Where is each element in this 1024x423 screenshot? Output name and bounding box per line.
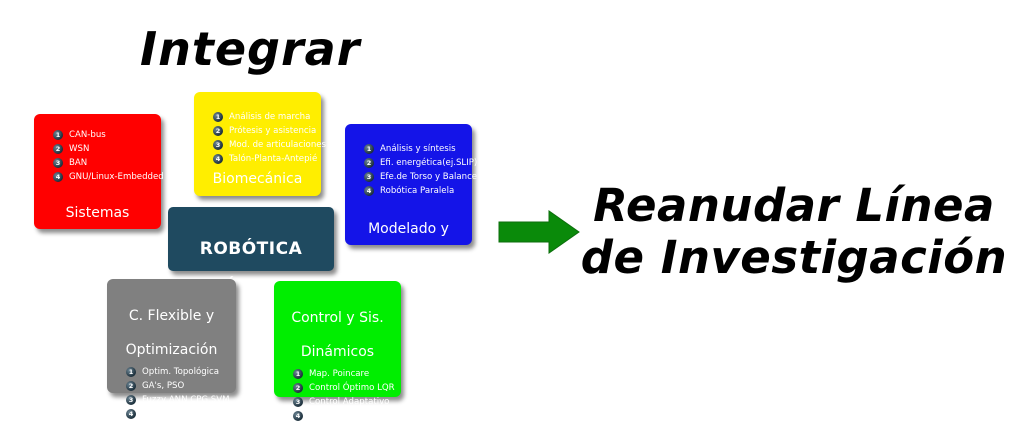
conclusion-text: Reanudar Línea de Investigación	[580, 179, 1008, 284]
number-badge-icon: 3	[213, 140, 223, 150]
biomecanica-title: Biomecánica	[212, 171, 303, 187]
modelado-title: Modelado y Mecanismos	[365, 221, 452, 271]
number-badge-icon: 2	[126, 381, 136, 391]
number-badge-icon: 2	[53, 144, 63, 154]
number-badge-icon: 2	[293, 383, 303, 393]
number-badge-icon: 2	[213, 126, 223, 136]
number-badge-icon: 2	[364, 158, 374, 168]
number-badge-icon: 1	[293, 369, 303, 379]
number-badge-icon: 1	[364, 144, 374, 154]
number-badge-icon: 4	[53, 172, 63, 182]
number-badge-icon: 4	[126, 409, 136, 419]
number-badge-icon: 1	[126, 367, 136, 377]
number-badge-icon: 3	[293, 397, 303, 407]
sistemas-title: Sistemas Embebidos	[58, 205, 137, 255]
flexible-title: C. Flexible y Optimización	[125, 308, 218, 358]
number-badge-icon: 3	[53, 158, 63, 168]
number-badge-icon: 1	[53, 130, 63, 140]
number-badge-icon: 3	[126, 395, 136, 405]
number-badge-icon: 1	[213, 112, 223, 122]
number-badge-icon: 4	[293, 411, 303, 421]
number-badge-icon: 3	[364, 172, 374, 182]
right-arrow-icon	[498, 210, 580, 254]
control-title: Control y Sis. Dinámicos	[291, 310, 384, 360]
robotica-bipeda-box: ROBÓTICA BÍPEDA	[168, 207, 334, 297]
number-badge-icon: 4	[213, 154, 223, 164]
number-badge-icon: 4	[364, 186, 374, 196]
title-integrar: Integrar	[140, 22, 361, 76]
